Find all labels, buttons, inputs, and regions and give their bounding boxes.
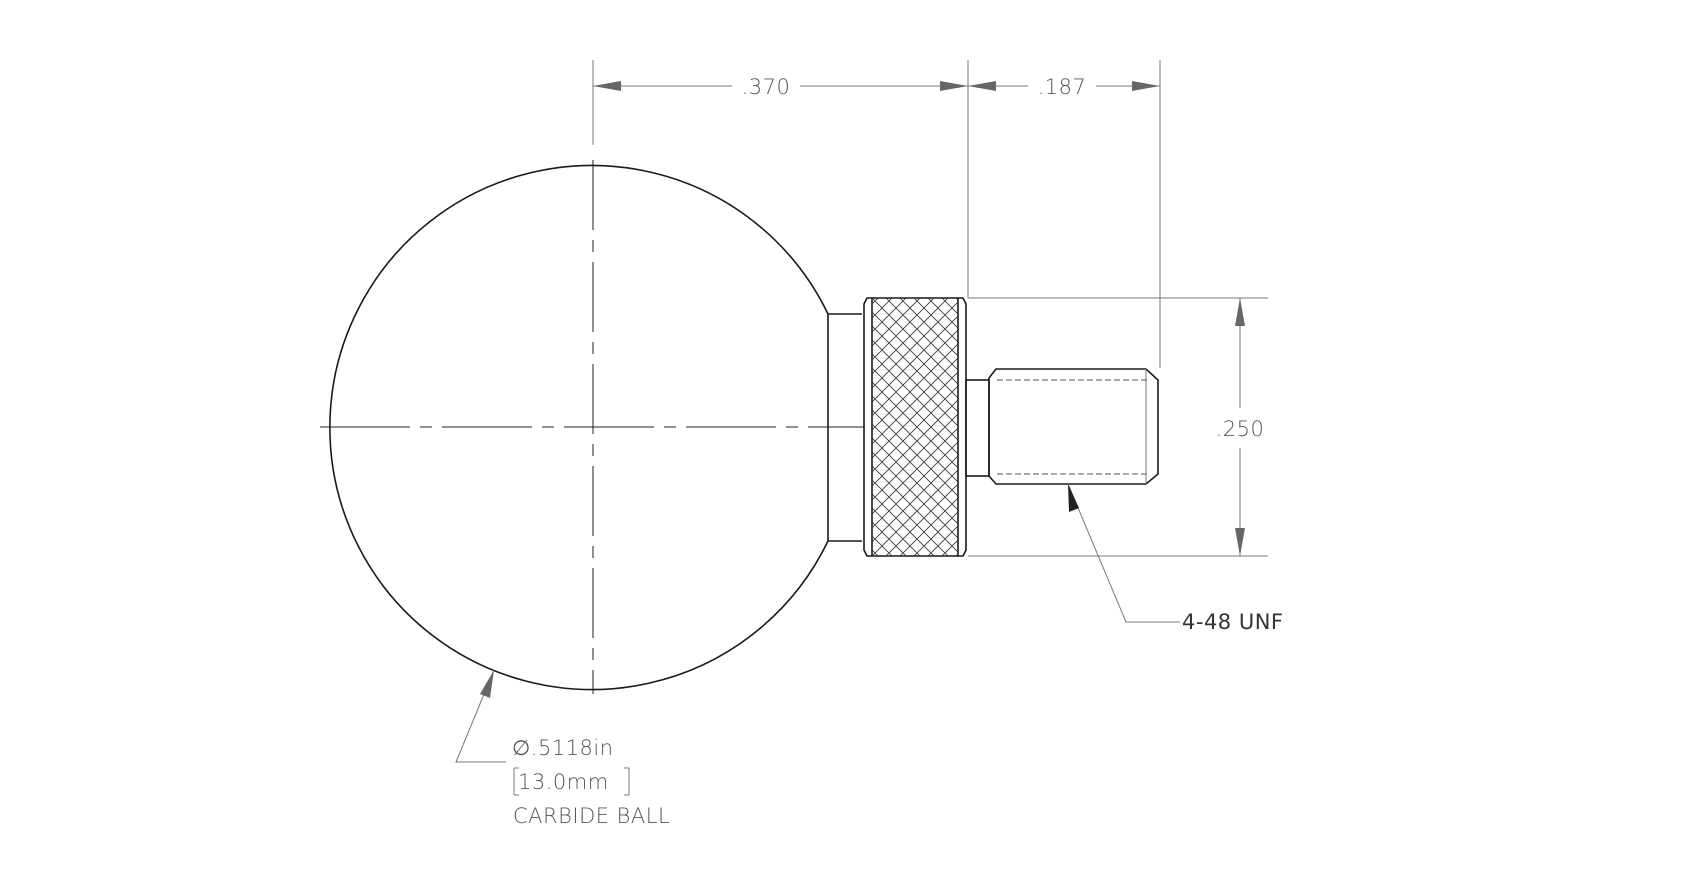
ball-diameter-callout: ∅.5118in 13.0mm CARBIDE BALL	[455, 669, 670, 828]
thread-relief	[965, 379, 990, 477]
thread-callout-label: 4-48 UNF	[1182, 610, 1284, 634]
dimension-370: .370	[593, 75, 968, 99]
ball-diameter-inch: .5118in	[531, 736, 614, 760]
dimension-250-label: .250	[1216, 417, 1265, 441]
svg-text:∅.5118in: ∅.5118in	[512, 736, 614, 760]
extension-lines	[592, 60, 1268, 557]
threaded-stud	[988, 368, 1159, 485]
ball-material-label: CARBIDE BALL	[513, 804, 670, 828]
center-lines	[320, 160, 865, 694]
knurled-body	[863, 297, 967, 557]
thread-callout: 4-48 UNF	[1067, 483, 1284, 634]
ball-diameter-mm: 13.0mm	[518, 770, 609, 794]
dimension-370-label: .370	[742, 75, 791, 99]
dimension-250: .250	[1216, 298, 1265, 556]
dimension-187: .187	[968, 75, 1160, 99]
dimension-187-label: .187	[1038, 75, 1087, 99]
diameter-symbol: ∅	[512, 736, 531, 760]
